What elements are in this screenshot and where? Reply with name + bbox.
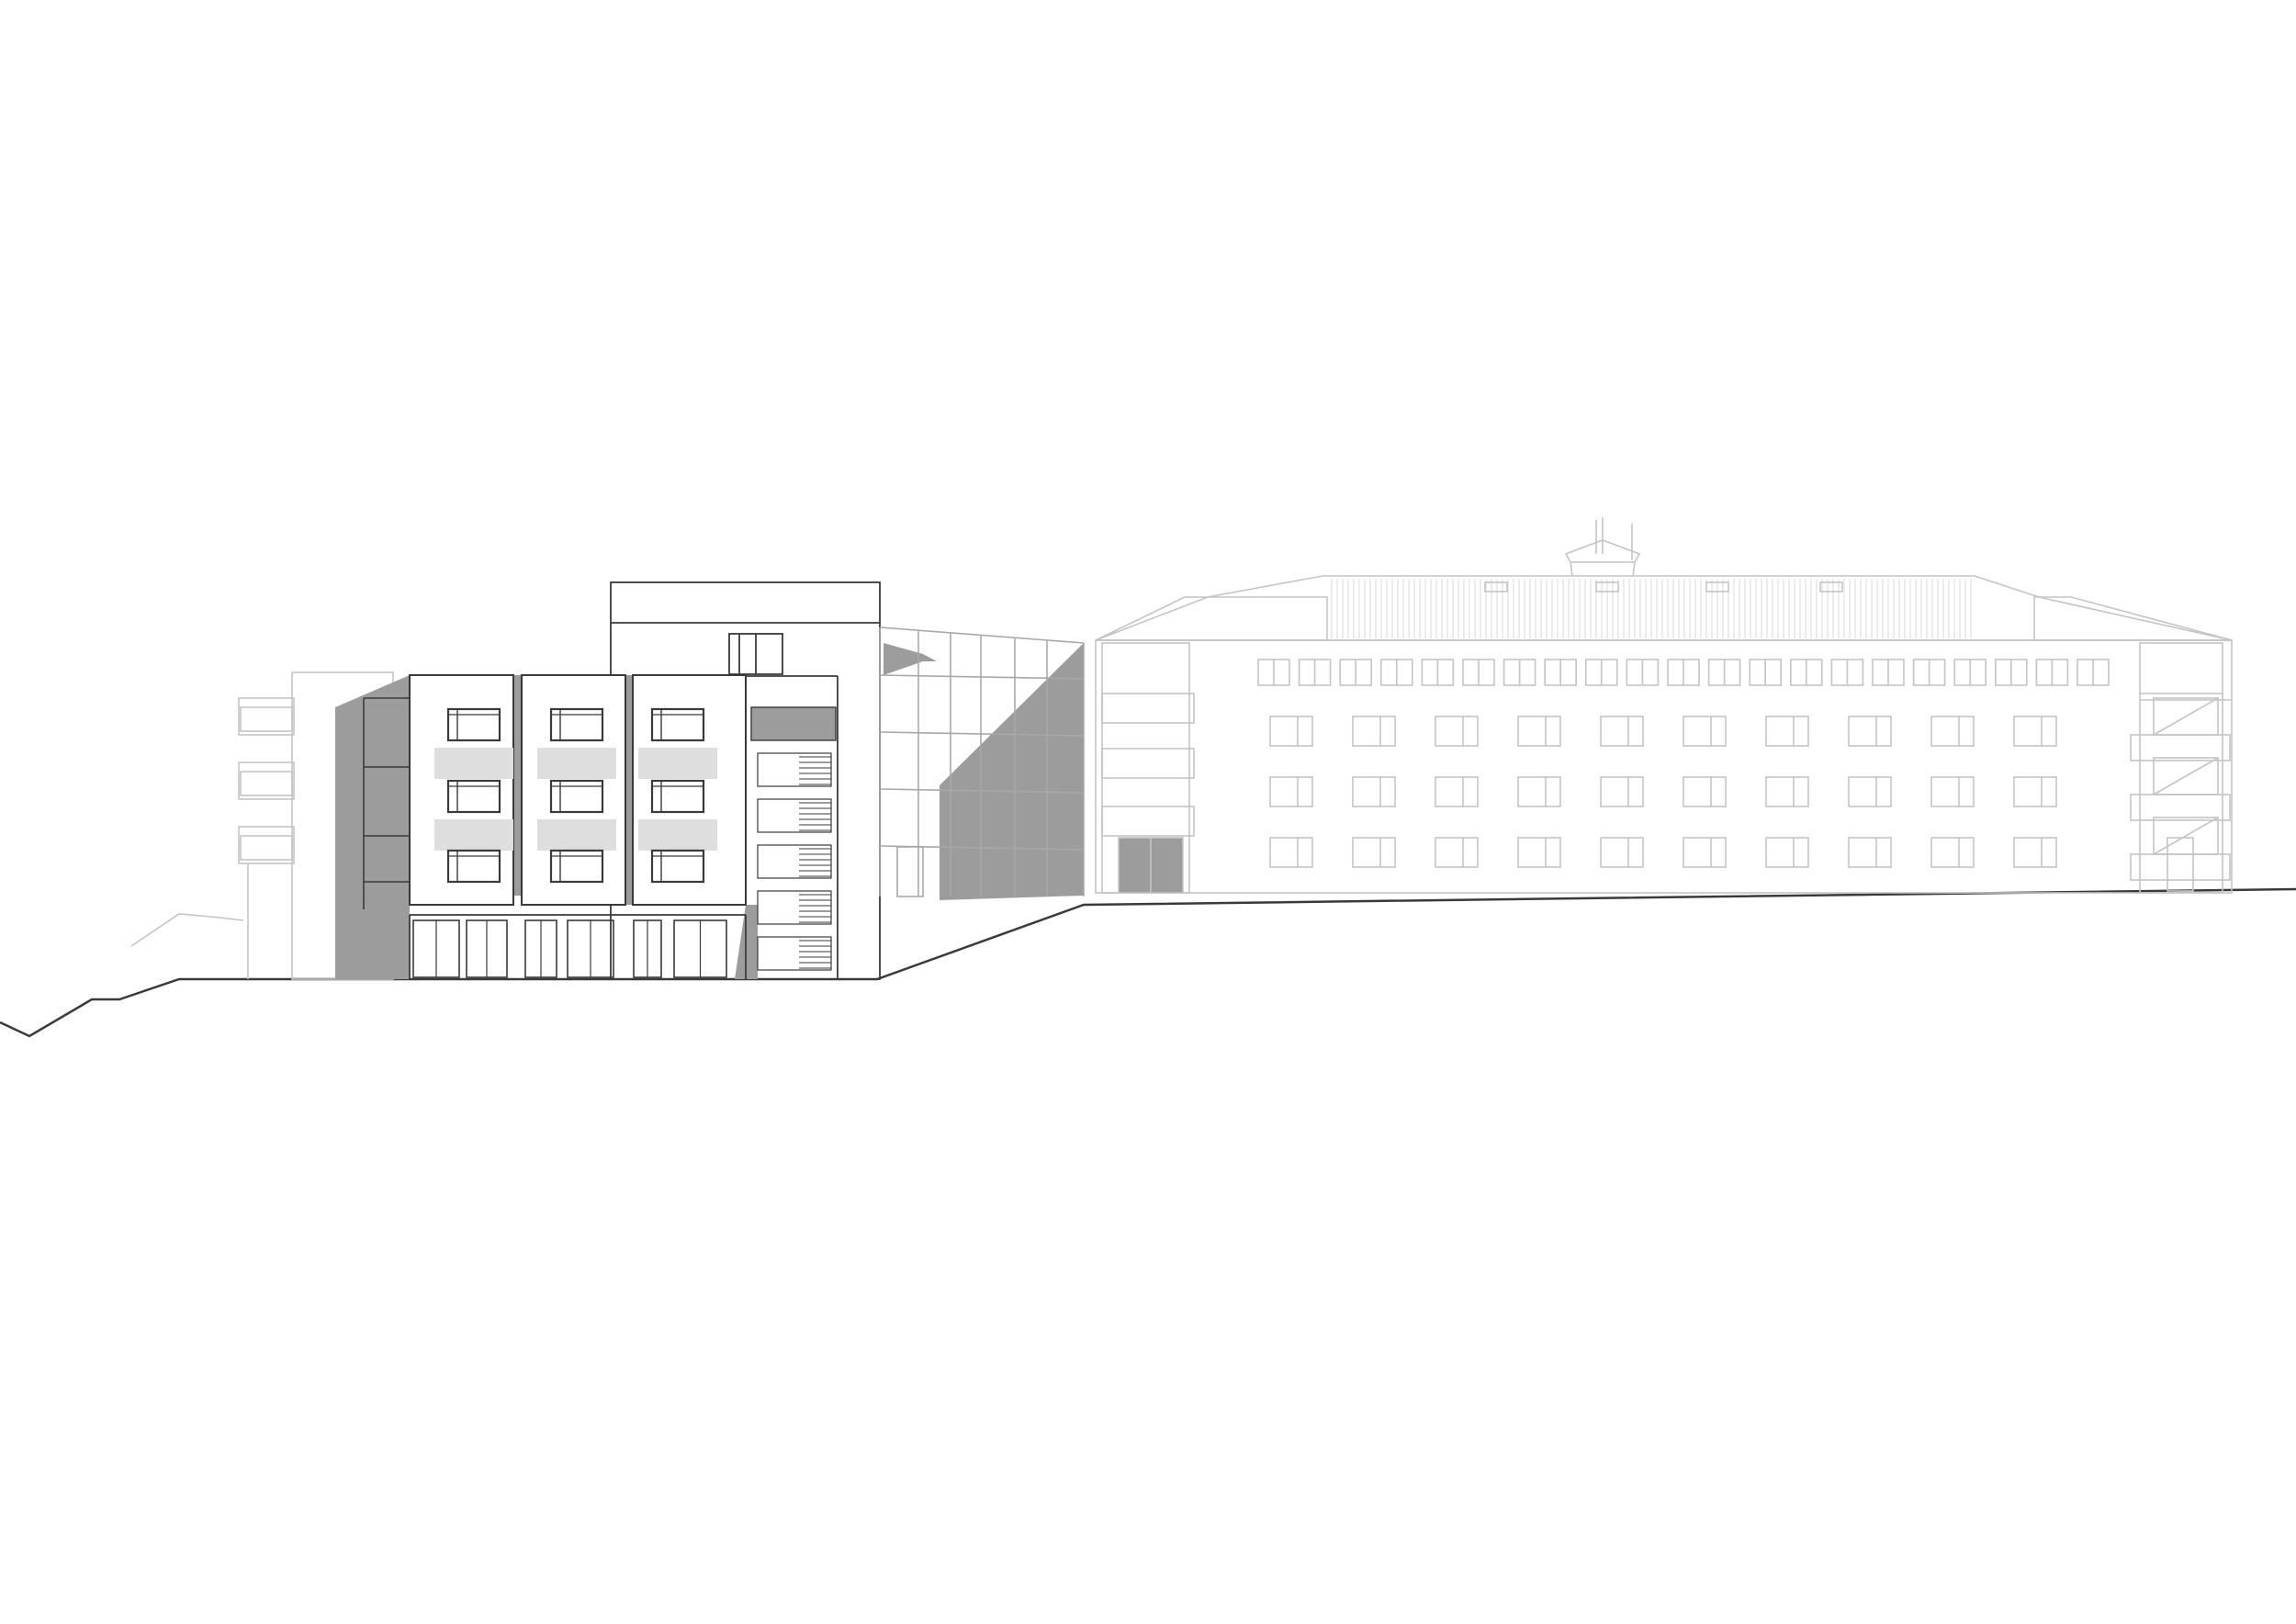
stair-landing [757, 890, 832, 925]
existing-window [1848, 716, 1892, 747]
existing-window [1517, 776, 1561, 807]
existing-window [1765, 716, 1809, 747]
bay-window [650, 779, 705, 814]
glazed-link-shadow [940, 643, 1084, 900]
ground-floor-storefront [409, 914, 747, 979]
dormer [1819, 581, 1843, 592]
roof-cupola [1564, 517, 1641, 577]
existing-window [1435, 716, 1479, 747]
bay-panel [638, 819, 717, 851]
dormer [1595, 581, 1619, 592]
existing-window [1517, 716, 1561, 747]
bay-window [650, 849, 705, 884]
existing-window [1600, 776, 1644, 807]
existing-window [2013, 837, 2057, 868]
glazed-link [879, 626, 1085, 900]
existing-facade [1095, 639, 2233, 894]
bay-panel [537, 748, 616, 779]
bay-window [446, 707, 501, 742]
bay-windows [434, 707, 717, 884]
stair-slab [1101, 806, 1195, 837]
existing-window [1269, 716, 1313, 747]
bay-window [549, 779, 604, 814]
end-tower-window [2153, 817, 2219, 855]
existing-building [1095, 517, 2233, 894]
stair-landing [757, 844, 832, 879]
bay-panel [434, 819, 513, 851]
dormer [1705, 581, 1729, 592]
stair-landing [757, 752, 832, 787]
existing-window [1930, 776, 1975, 807]
bay-panel [434, 748, 513, 779]
stair-slab [1101, 693, 1195, 724]
existing-window [1683, 716, 1727, 747]
existing-window [1435, 776, 1479, 807]
end-tower-window [2153, 697, 2219, 736]
bay-panel [537, 819, 616, 851]
background-terrain [130, 913, 244, 947]
ground-line [0, 887, 2296, 1038]
existing-window [1683, 837, 1727, 868]
existing-window [1435, 837, 1479, 868]
existing-window [1352, 716, 1396, 747]
balcony-slabs-left [363, 697, 410, 909]
end-tower-window [2153, 757, 2219, 795]
bay-window [549, 849, 604, 884]
existing-window [1848, 837, 1892, 868]
bay-window [446, 849, 501, 884]
bay-panel [638, 748, 717, 779]
existing-roof [1095, 575, 2233, 641]
storefront-doors [412, 919, 727, 978]
west-stair-slabs [1101, 693, 1195, 837]
end-tower-balcony [2130, 794, 2231, 821]
existing-window [1600, 716, 1644, 747]
stair-landing [757, 936, 832, 971]
existing-window [1683, 776, 1727, 807]
existing-window [1352, 837, 1396, 868]
existing-window [1930, 837, 1975, 868]
roof-hatch [1331, 579, 1972, 638]
existing-window [1765, 837, 1809, 868]
end-tower-balconies [2130, 697, 2231, 881]
bay-window [549, 707, 604, 742]
stair-slab [1101, 748, 1195, 779]
existing-window [1765, 776, 1809, 807]
existing-window [1848, 776, 1892, 807]
dormer [1484, 581, 1508, 592]
existing-windows [1257, 659, 2110, 868]
end-tower-door [2167, 837, 2194, 892]
bay-window [650, 707, 705, 742]
existing-window [1269, 776, 1313, 807]
link-door [896, 846, 924, 897]
stair-rails [757, 752, 832, 971]
existing-window [1269, 837, 1313, 868]
existing-window [2013, 716, 2057, 747]
bay-window [446, 779, 501, 814]
existing-window [2013, 776, 2057, 807]
glass-mullions [917, 630, 1048, 897]
existing-window [1600, 837, 1644, 868]
existing-window [1517, 837, 1561, 868]
end-tower-balcony [2130, 734, 2231, 761]
east-stair-balconies [750, 706, 837, 971]
existing-window [1352, 776, 1396, 807]
projecting-bays [409, 674, 747, 906]
end-tower-balcony [2130, 853, 2231, 881]
stair-landing [757, 798, 832, 833]
existing-window [1930, 716, 1975, 747]
